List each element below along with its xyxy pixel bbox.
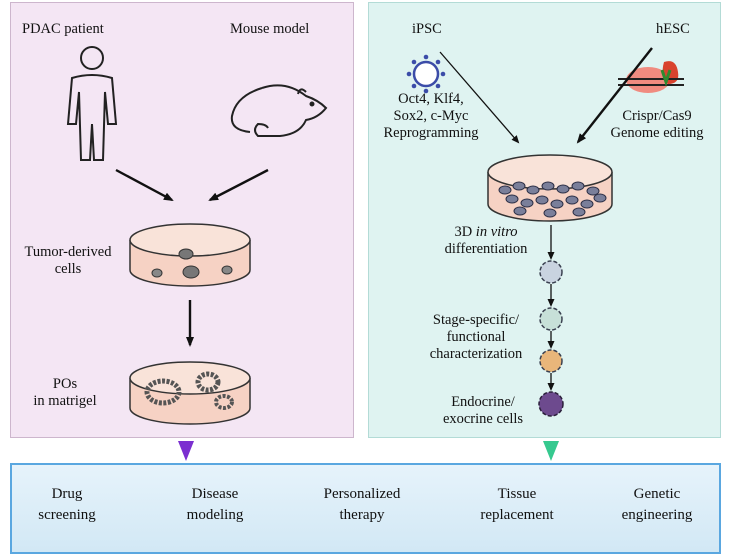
organoid-stage-1 xyxy=(539,260,563,284)
label-pos-in-matrigel: POs in matrigel xyxy=(33,376,97,409)
arrow-patient-to-dish xyxy=(115,168,174,202)
label-pdac-patient: PDAC patient xyxy=(22,21,104,37)
left-marker xyxy=(178,441,194,461)
label-mouse-model: Mouse model xyxy=(230,21,310,37)
tumor-cells-dish xyxy=(129,223,251,287)
pos-dish xyxy=(129,361,251,425)
arrow-mouse-to-dish xyxy=(208,168,269,202)
mouse-icon xyxy=(230,84,328,137)
label-ipsc: iPSC xyxy=(412,21,442,37)
organoid-stage-2 xyxy=(539,307,563,331)
organoid-stage-3 xyxy=(539,349,563,373)
label-reprogramming: Oct4, Klf4, Sox2, c-Myc Reprogramming xyxy=(383,91,479,141)
label-differentiation: 3D in vitro differentiation xyxy=(444,224,528,257)
label-tumor-derived-cells: Tumor-derived cells xyxy=(24,244,112,277)
crispr-cas9-icon xyxy=(618,61,684,93)
right-marker xyxy=(543,441,559,461)
label-hesc: hESC xyxy=(656,21,690,37)
organoid-stage-4 xyxy=(538,391,564,417)
virus-icon xyxy=(406,54,446,94)
label-characterization: Stage-specific/ functional characterizat… xyxy=(429,312,523,362)
arrow-ipsc-to-dish xyxy=(439,51,520,144)
label-genome-editing: Crispr/Cas9 Genome editing xyxy=(610,108,704,141)
label-endocrine-exocrine: Endocrine/ exocrine cells xyxy=(442,394,524,427)
person-icon xyxy=(66,46,118,161)
stem-cell-dish xyxy=(487,154,613,222)
arrow-hesc-to-dish xyxy=(576,47,653,144)
